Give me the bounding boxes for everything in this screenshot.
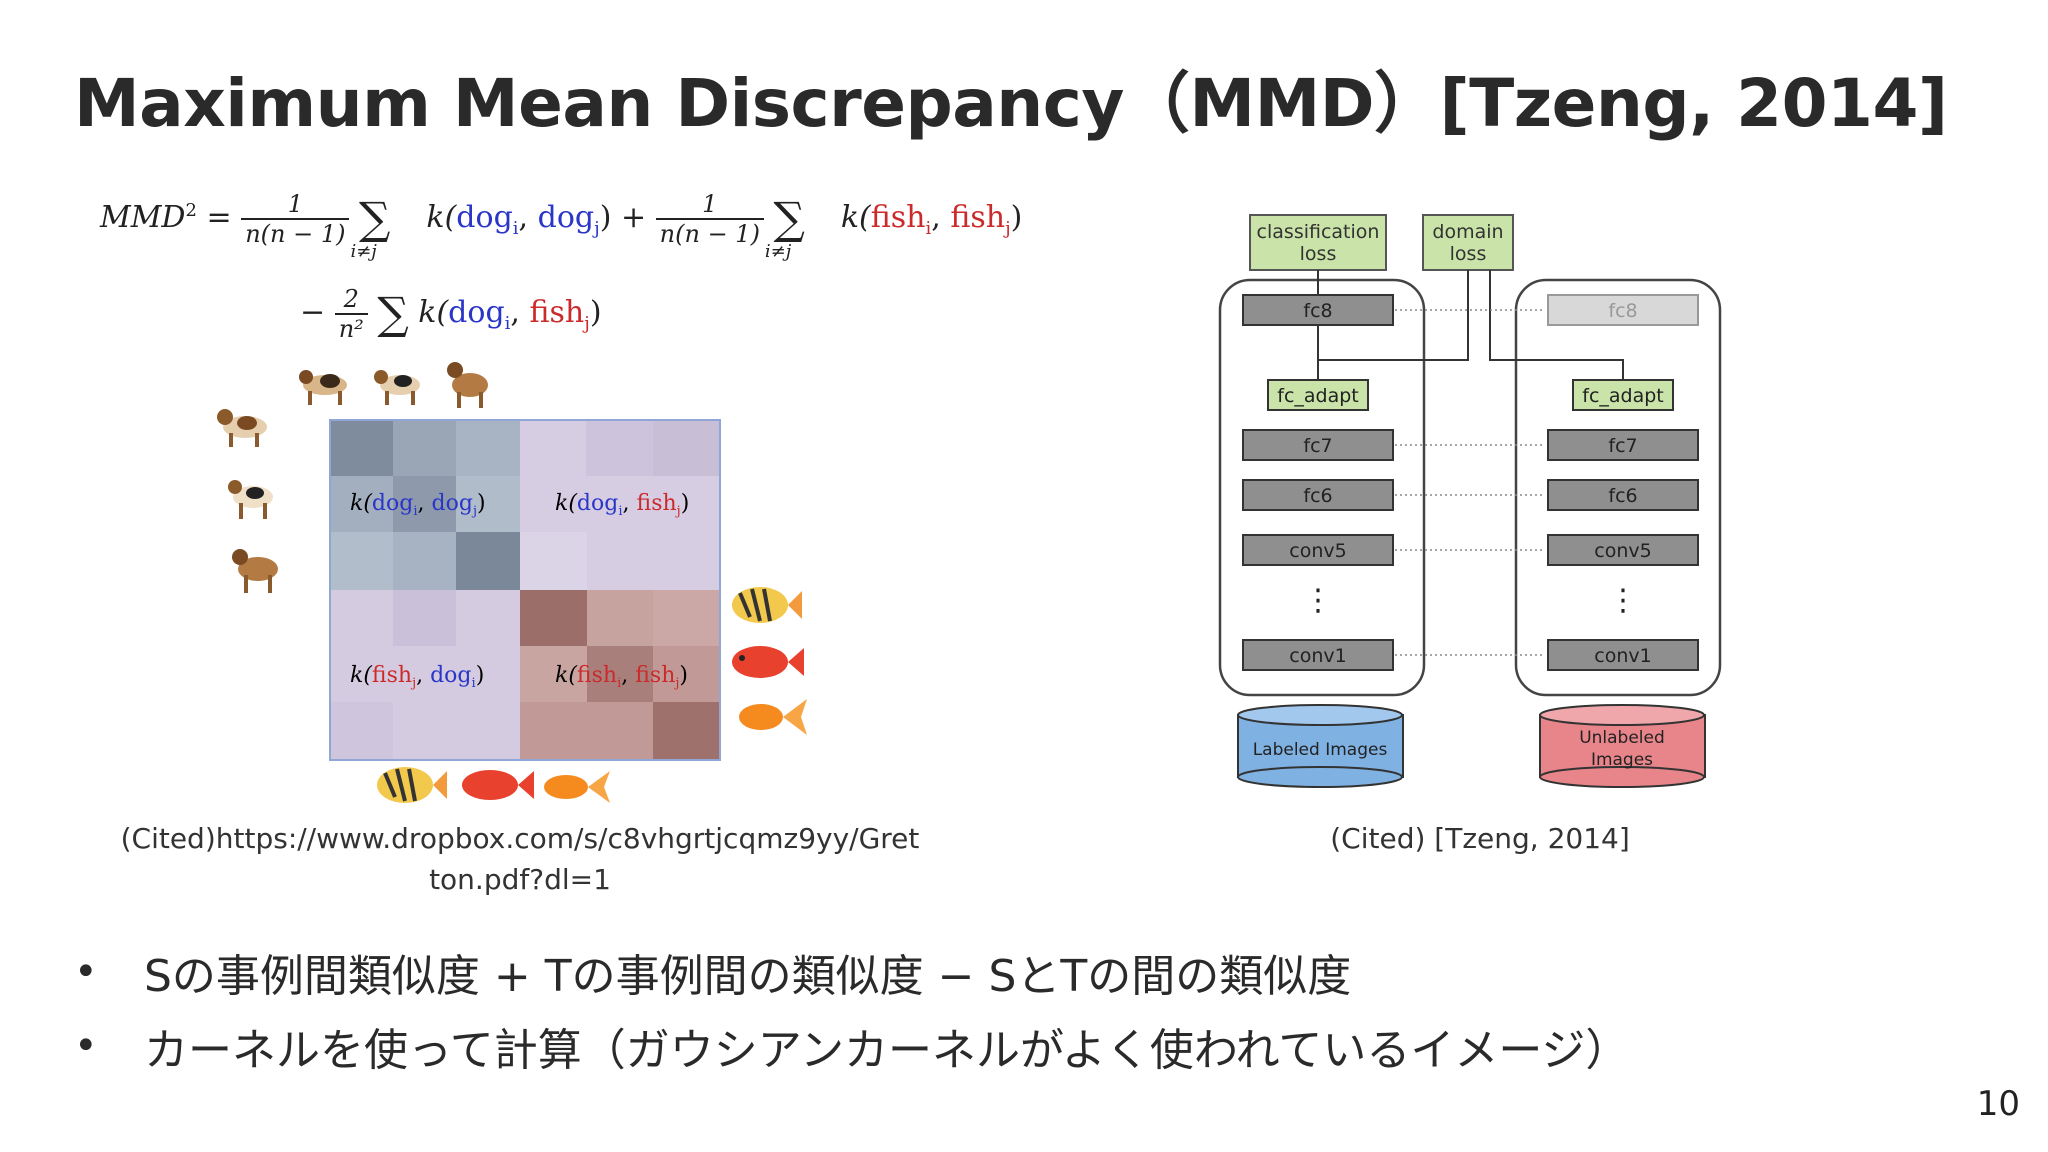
src-conv5-label: conv5: [1289, 540, 1346, 562]
tgt-fc-adapt-label: fc_adapt: [1582, 385, 1664, 407]
tgt-fc7-label: fc7: [1608, 435, 1637, 457]
caption-left-line1: (Cited)https://www.dropbox.com/s/c8vhgrt…: [120, 822, 920, 855]
source-network-container: [1218, 278, 1426, 697]
formula-lhs-sup: 2: [185, 200, 197, 221]
term3-a-sub: i: [504, 313, 511, 334]
bullet-marker: •: [74, 1023, 98, 1069]
src-fc7-label: fc7: [1303, 435, 1332, 457]
sum-symbol-3: ∑: [377, 288, 409, 340]
unlabeled-images-label-2: Images: [1591, 750, 1653, 770]
tgt-conv1-label: conv1: [1594, 645, 1651, 667]
domain-loss-label-1: domain: [1432, 221, 1503, 243]
term2-b: fish: [950, 200, 1006, 235]
formula-eq: =: [206, 200, 232, 235]
kernel-matrix-figure: k(dogi, dogj) k(dogi, fishj) k(fishj, do…: [217, 362, 807, 803]
sum-sub-2: i≠j: [764, 241, 792, 262]
bullet-text-2: カーネルを使って計算（ガウシアンカーネルがよく使われているイメージ）: [144, 1025, 1630, 1076]
network-diagram: classification loss domain loss fc8 fc_a…: [1218, 214, 1722, 788]
bullet-list: • Sの事例間類似度 + Tの事例間の類似度 − SとTの間の類似度 • カーネ…: [74, 935, 1924, 1083]
sum-symbol-2: ∑: [773, 193, 805, 245]
src-fc6-label: fc6: [1303, 485, 1332, 507]
classification-loss-box: [1249, 214, 1387, 271]
term1-a: dog: [456, 200, 513, 235]
target-layers: fc8 fc_adapt fc7 fc6 conv5 ⋮ conv1: [1547, 294, 1699, 671]
term1-a-sub: i: [512, 218, 519, 239]
sum-sub-1: i≠j: [350, 241, 377, 262]
label-k-dog-fish: k(dogi, fishj): [555, 491, 689, 519]
fish-images-bottom: [377, 767, 610, 803]
label-k-fish-dog: k(fishj, dogi): [350, 663, 484, 691]
source-layers: fc8 fc_adapt fc7 fc6 conv5 ⋮ conv1: [1242, 294, 1394, 671]
src-conv1-label: conv1: [1289, 645, 1346, 667]
unlabeled-images-db: Unlabeled Images: [1539, 704, 1706, 788]
label-k-dog-dog: k(dogi, dogj): [350, 491, 486, 519]
src-vdots: ⋮: [1303, 583, 1333, 618]
term2-a: fish: [870, 200, 926, 235]
tgt-fc6-label: fc6: [1608, 485, 1637, 507]
formula-minus: −: [300, 295, 326, 330]
matrix-labels: k(dogi, dogj) k(dogi, fishj) k(fishj, do…: [350, 491, 689, 691]
tgt-vdots: ⋮: [1608, 583, 1638, 618]
term3-b: fish: [529, 295, 585, 330]
bullet-text-1: Sの事例間類似度 + Tの事例間の類似度 − SとTの間の類似度: [144, 951, 1352, 1002]
term3-b-sub: j: [584, 313, 590, 334]
connection-lines: [1317, 270, 1624, 380]
caption-left-line2: ton.pdf?dl=1: [429, 863, 611, 896]
page-number: 10: [1976, 1084, 2020, 1124]
bullet-marker: •: [74, 949, 98, 995]
formula-lhs: MMD: [100, 200, 186, 235]
dotted-links: [1395, 309, 1545, 656]
term1-k: k(: [426, 200, 457, 235]
bullet-item: • Sの事例間類似度 + Tの事例間の類似度 − SとTの間の類似度: [74, 935, 1924, 1009]
classification-loss-label-1: classification: [1257, 221, 1380, 243]
label-k-fish-fish: k(fishi, fishj): [555, 663, 688, 691]
caption-left: (Cited)https://www.dropbox.com/s/c8vhgrt…: [80, 822, 960, 896]
sum-symbol-1: ∑: [359, 193, 391, 245]
tgt-conv5-label: conv5: [1594, 540, 1651, 562]
tgt-fc8-label: fc8: [1608, 300, 1637, 322]
term1-b-sub: j: [594, 218, 600, 239]
slide-title: Maximum Mean Discrepancy（MMD）[Tzeng, 201…: [74, 65, 1948, 142]
classification-loss-label-2: loss: [1300, 243, 1337, 265]
term2-b-sub: j: [1005, 218, 1011, 239]
labeled-images-label: Labeled Images: [1253, 740, 1388, 760]
term1-b: dog: [537, 200, 595, 235]
term3-a: dog: [448, 295, 505, 330]
labeled-images-db: Labeled Images: [1237, 704, 1404, 788]
domain-loss-label-2: loss: [1450, 243, 1487, 265]
matrix-grid: [329, 419, 721, 761]
target-network-container: [1514, 278, 1722, 697]
formula-plus: +: [620, 200, 647, 235]
src-fc-adapt-label: fc_adapt: [1277, 385, 1359, 407]
caption-right: (Cited) [Tzeng, 2014]: [1330, 822, 1630, 855]
dog-images-top: [299, 362, 488, 408]
src-fc8-label: fc8: [1303, 300, 1332, 322]
fish-images-right: [732, 587, 807, 735]
bullet-item: • カーネルを使って計算（ガウシアンカーネルがよく使われているイメージ）: [74, 1009, 1924, 1083]
unlabeled-images-label-1: Unlabeled: [1579, 728, 1665, 748]
dog-images-left: [217, 409, 278, 593]
term2-a-sub: i: [925, 218, 932, 239]
